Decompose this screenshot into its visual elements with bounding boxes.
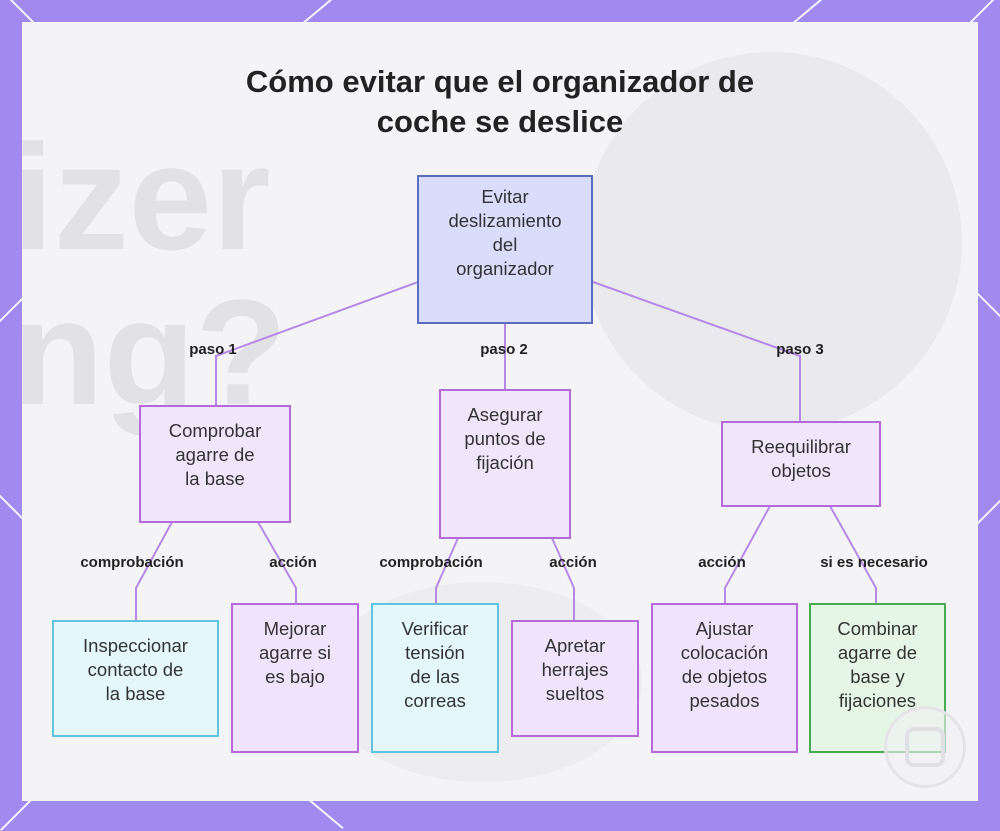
node-ajustar-colocacion: Ajustar colocación de objetos pesados <box>651 603 798 753</box>
node-text: Combinar <box>837 618 918 639</box>
node-text: objetos <box>771 460 831 481</box>
node-text: agarre de <box>175 444 255 465</box>
node-mejorar-agarre: Mejorar agarre si es bajo <box>231 603 359 753</box>
node-verificar-tension: Verificar tensión de las correas <box>371 603 499 753</box>
background-shape <box>582 52 962 432</box>
node-text: sueltos <box>545 683 605 704</box>
node-text: Apretar <box>544 635 606 656</box>
node-text: colocación <box>680 642 769 663</box>
edge-step3-leaf6 <box>829 505 877 604</box>
title-line: Cómo evitar que el organizador de <box>245 64 755 99</box>
node-text: pesados <box>689 690 760 711</box>
node-text: Comprobar <box>168 420 262 441</box>
node-text: puntos de <box>464 428 546 449</box>
node-text: de objetos <box>681 666 768 687</box>
node-text: herrajes <box>541 659 609 680</box>
node-text: organizador <box>456 258 554 279</box>
node-inspeccionar-contacto: Inspeccionar contacto de la base <box>52 620 219 737</box>
node-reequilibrar-objetos: Reequilibrar objetos <box>721 421 881 507</box>
node-text: contacto de <box>87 659 184 680</box>
node-text: correas <box>404 690 466 711</box>
edge-label-si-es-necesario: si es necesario <box>820 554 928 571</box>
node-text: es bajo <box>265 666 325 687</box>
edge-label-comprobacion: comprobación <box>80 554 184 571</box>
node-asegurar-puntos: Asegurar puntos de fijación <box>439 389 571 539</box>
title-line: coche se deslice <box>376 104 624 139</box>
node-apretar-herrajes: Apretar herrajes sueltos <box>511 620 639 737</box>
node-text: Mejorar <box>263 618 327 639</box>
edge-step2-leaf4 <box>551 537 575 621</box>
edge-root-step3 <box>592 281 801 422</box>
node-text: fijación <box>476 452 534 473</box>
edge-label-paso-1: paso 1 <box>189 341 237 358</box>
edge-step3-leaf5 <box>724 505 771 604</box>
node-text: Asegurar <box>467 404 543 425</box>
node-text: agarre de <box>837 642 918 663</box>
edge-step2-leaf3 <box>435 537 459 604</box>
logo-square-icon <box>905 727 945 767</box>
edge-label-comprobacion: comprobación <box>379 554 483 571</box>
node-text: Ajustar <box>695 618 754 639</box>
diagram-title: Cómo evitar que el organizador de coche … <box>0 62 1000 142</box>
edge-label-accion: acción <box>269 554 317 571</box>
node-text: Evitar <box>481 186 529 207</box>
node-text: fijaciones <box>838 690 917 711</box>
node-text: la base <box>185 468 245 489</box>
edge-label-accion: acción <box>549 554 597 571</box>
edge-label-paso-2: paso 2 <box>480 341 528 358</box>
edge-step1-leaf2 <box>257 521 297 604</box>
edge-label-accion: acción <box>698 554 746 571</box>
node-text: del <box>492 234 518 255</box>
background-word: izer <box>22 113 271 281</box>
edge-label-paso-3: paso 3 <box>776 341 824 358</box>
node-text: base y <box>850 666 905 687</box>
node-comprobar-agarre: Comprobar agarre de la base <box>139 405 291 523</box>
edge-root-step1 <box>215 281 419 406</box>
node-evitar-deslizamiento: Evitar deslizamiento del organizador <box>417 175 593 324</box>
node-text: deslizamiento <box>448 210 562 231</box>
node-text: la base <box>105 683 166 704</box>
edge-step1-leaf1 <box>135 521 173 621</box>
watermark-logo-icon <box>884 706 966 788</box>
node-text: agarre si <box>259 642 331 663</box>
node-text: Inspeccionar <box>83 635 188 656</box>
node-text: tensión <box>405 642 465 663</box>
node-text: de las <box>410 666 460 687</box>
background-word: ng? <box>22 268 287 436</box>
node-text: Reequilibrar <box>751 436 851 457</box>
node-text: Verificar <box>401 618 469 639</box>
